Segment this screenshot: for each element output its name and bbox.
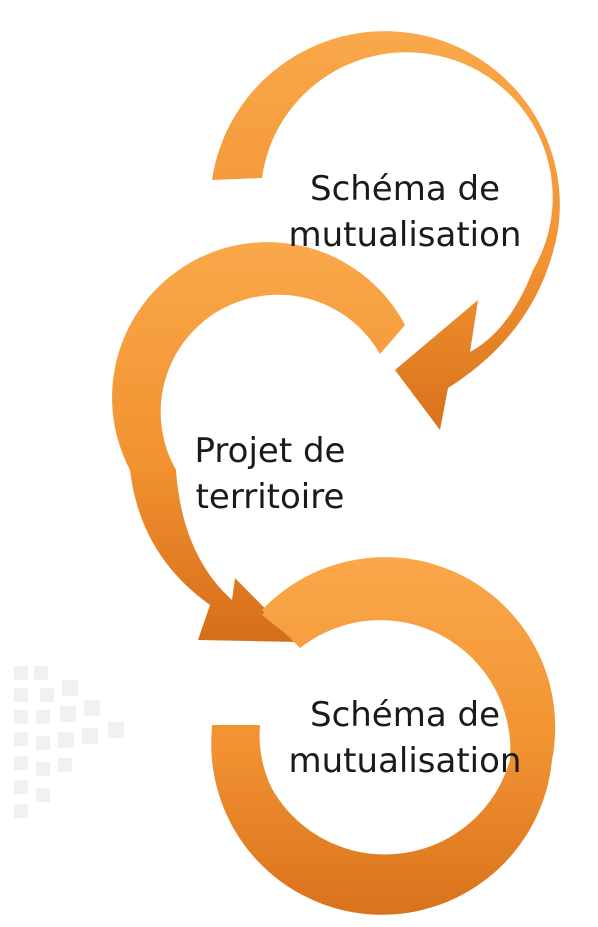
node-3-line-2: mutualisation [288, 741, 522, 781]
cycle-arrow-1 [212, 31, 560, 431]
node-1-label: Schéma de mutualisation [285, 166, 525, 258]
node-3-line-1: Schéma de [309, 695, 500, 735]
node-2-label: Projet de territoire [170, 428, 370, 520]
node-1-line-2: mutualisation [288, 215, 522, 255]
node-3-label: Schéma de mutualisation [285, 692, 525, 784]
cycle-arrow-2 [112, 242, 406, 643]
cycle-arrow-3-outer [211, 557, 556, 915]
node-2-line-1: Projet de [194, 431, 346, 471]
node-2-line-2: territoire [195, 477, 345, 517]
node-1-line-1: Schéma de [309, 169, 500, 209]
watermark-logo [14, 666, 124, 818]
